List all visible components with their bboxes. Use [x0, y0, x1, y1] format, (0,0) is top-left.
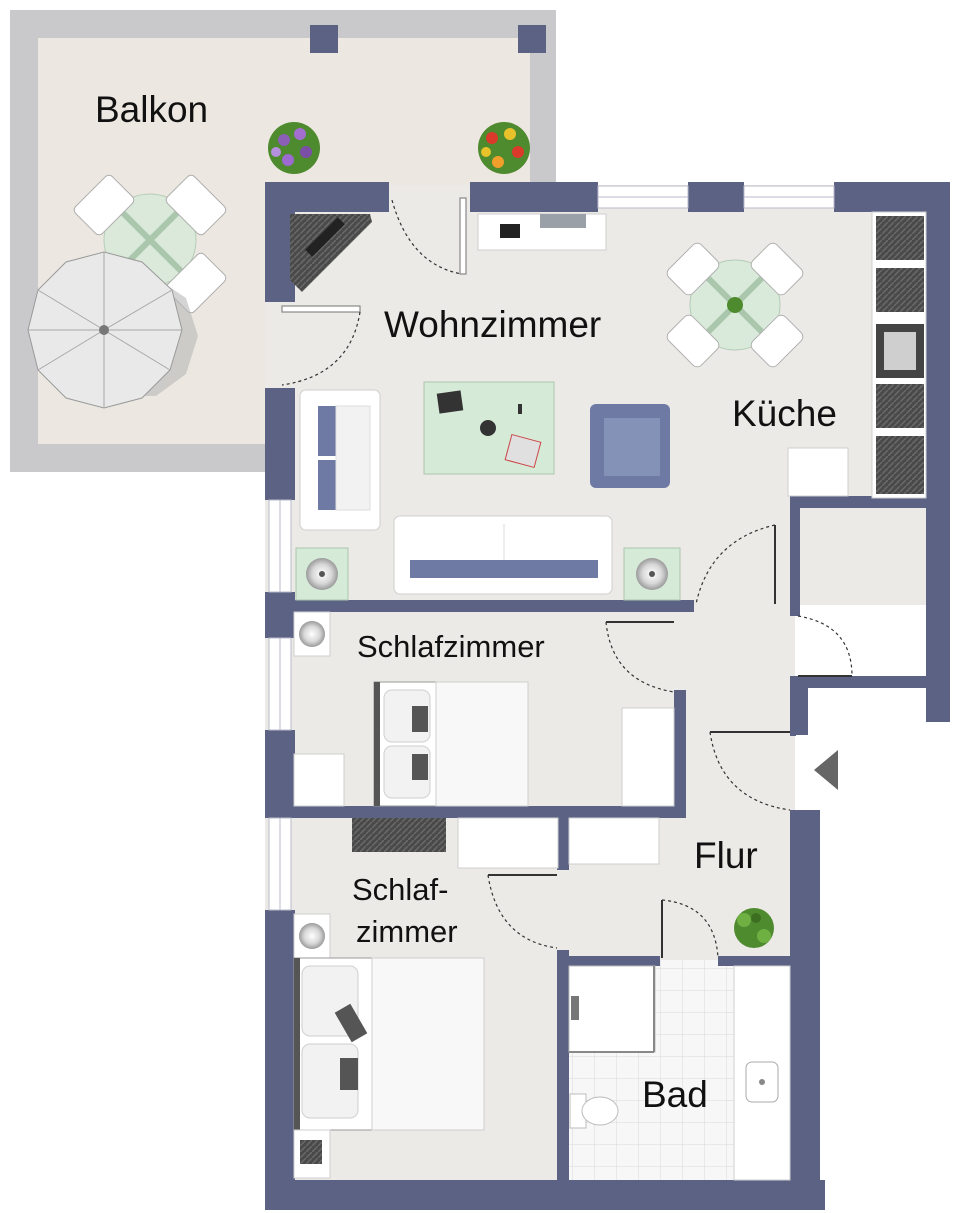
sink-icon [733, 965, 791, 1181]
flowerpot-icon [478, 122, 530, 174]
room-label-flur: Flur [694, 835, 758, 876]
double-bed-icon [373, 681, 529, 807]
room-label-schlafzimmer2-line2: zimmer [356, 914, 458, 949]
parasol-icon [27, 251, 198, 409]
balcony-post [518, 25, 546, 53]
double-bed-icon [293, 957, 485, 1131]
rug-icon [352, 818, 446, 852]
entrance-arrow-icon [796, 735, 846, 805]
shower-icon [568, 965, 656, 1053]
balcony-post [310, 25, 338, 53]
nightstand-lamp-icon [293, 611, 331, 657]
doors [281, 197, 853, 959]
room-label-bad: Bad [642, 1074, 708, 1115]
room-label-wohnzimmer: Wohnzimmer [384, 304, 601, 345]
room-label-balkon: Balkon [95, 89, 208, 130]
nightstand-icon [293, 753, 345, 807]
fridge-icon [787, 447, 849, 497]
kitchen-counter-icon [871, 211, 927, 499]
wardrobe-icon [568, 817, 660, 865]
sofa-icon [393, 515, 613, 595]
windows [268, 185, 835, 911]
room-label-schlafzimmer: Schlafzimmer [357, 629, 545, 664]
room-label-kueche: Küche [732, 393, 837, 434]
sofa-icon [299, 389, 381, 531]
nightstand-icon [293, 1129, 331, 1179]
room-label-schlafzimmer2-line1: Schlaf- [352, 872, 448, 907]
wardrobe-icon [457, 817, 559, 869]
armchair-icon [590, 404, 670, 488]
wardrobe-icon [621, 707, 675, 807]
floor-lamp-icon [295, 547, 349, 601]
dining-set-icon [666, 242, 804, 368]
nightstand-lamp-icon [293, 913, 331, 959]
coffee-table-icon [423, 381, 555, 475]
plant-icon [734, 908, 774, 948]
walls [265, 182, 950, 1210]
toilet-icon [569, 1093, 619, 1129]
sideboard-icon [477, 213, 607, 251]
flowerpot-icon [268, 122, 320, 174]
tv-icon [290, 214, 372, 292]
floor-lamp-icon [623, 547, 681, 601]
